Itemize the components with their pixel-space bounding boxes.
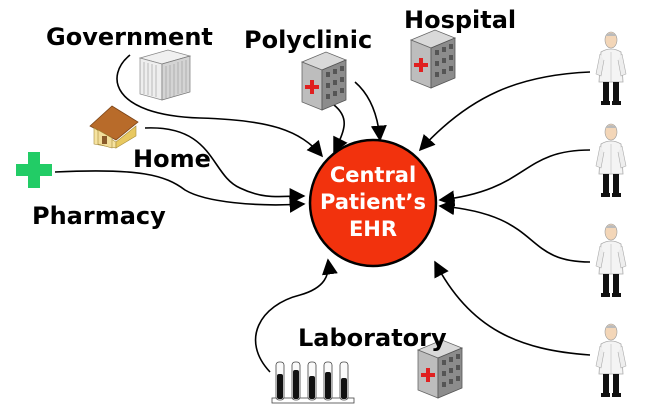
government-building-icon xyxy=(138,49,192,101)
pharmacy-cross-icon xyxy=(16,152,52,188)
central-ehr-line-1: Central xyxy=(329,163,417,187)
central-ehr-label: Central Patient’s EHR xyxy=(311,162,435,243)
central-ehr-line-2: Patient’s xyxy=(320,190,426,214)
home-label: Home xyxy=(133,145,211,173)
connector-doctor-1 xyxy=(418,71,591,152)
hospital-label: Hospital xyxy=(404,6,517,34)
connector-pharmacy xyxy=(54,170,306,213)
test-tube-rack-icon xyxy=(271,361,355,404)
doctor-icon xyxy=(595,323,627,398)
doctor-icon xyxy=(595,31,627,106)
central-ehr-line-3: EHR xyxy=(348,217,398,241)
doctor-icon xyxy=(595,223,627,298)
house-icon xyxy=(89,105,139,149)
connector-government xyxy=(116,54,324,158)
clinic-building-icon xyxy=(301,51,347,111)
hospital-building-icon xyxy=(410,29,456,89)
connector-doctor-4 xyxy=(434,260,591,356)
connector-doctor-2 xyxy=(438,149,591,207)
government-label: Government xyxy=(46,23,213,51)
laboratory-label: Laboratory xyxy=(298,324,447,352)
central-ehr-node xyxy=(308,138,438,268)
connector-home xyxy=(144,127,306,205)
connector-hospital xyxy=(354,81,387,142)
pharmacy-label: Pharmacy xyxy=(32,202,166,230)
connector-doctor-3 xyxy=(438,199,591,263)
polyclinic-label: Polyclinic xyxy=(244,26,373,54)
connector-laboratory xyxy=(254,258,338,373)
connector-polyclinic xyxy=(333,104,348,154)
doctor-icon xyxy=(595,123,627,198)
